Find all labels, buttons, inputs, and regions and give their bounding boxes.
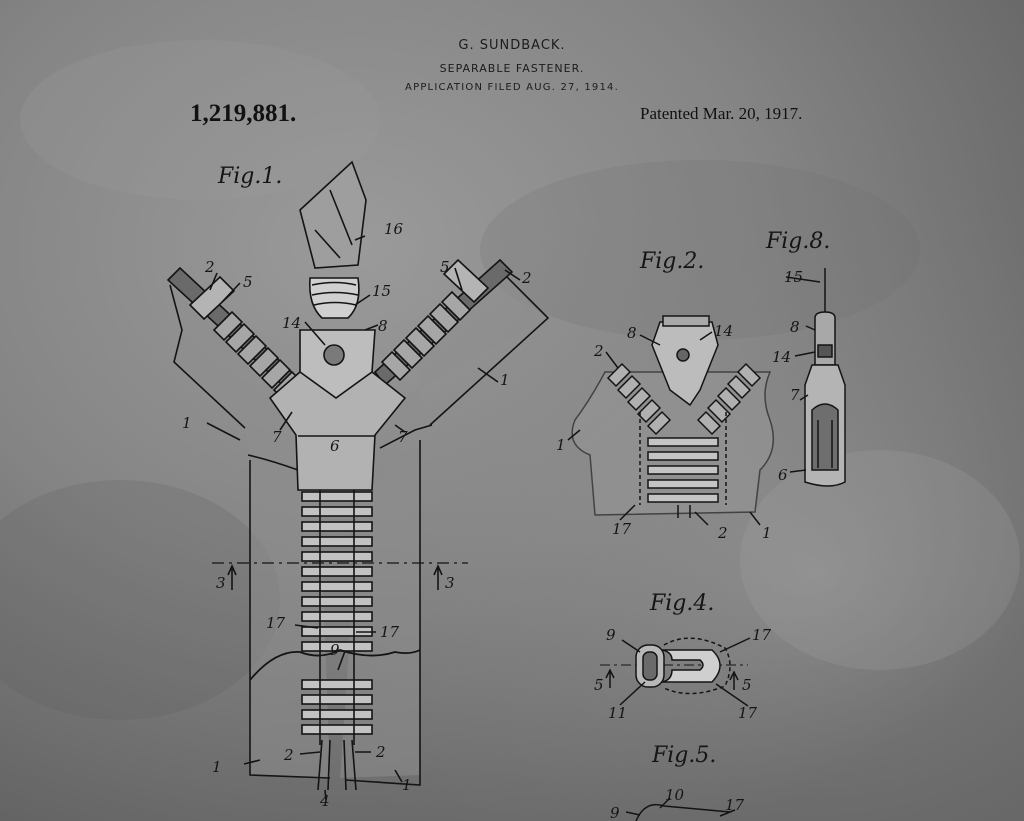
fig2-ref-1b: 1 <box>762 524 772 542</box>
fig1-ref-8: 8 <box>378 317 388 335</box>
patent-title: SEPARABLE FASTENER. <box>439 62 585 75</box>
fig1-ref-7a: 7 <box>272 428 282 446</box>
figure-5 <box>625 797 736 821</box>
fig1-ref-5b: 5 <box>440 258 450 276</box>
fig5-ref-9: 9 <box>610 804 620 821</box>
fig1-ref-4: 4 <box>319 792 330 810</box>
fig1-ref-2b: 2 <box>521 269 532 287</box>
fig8-ref-8: 8 <box>790 318 800 336</box>
fig1-ref-17a: 17 <box>266 614 286 632</box>
fig8-ref-6: 6 <box>778 466 788 484</box>
fig8-ref-7: 7 <box>790 386 800 404</box>
patent-number: 1,219,881. <box>190 100 297 127</box>
fig5-label: Fig.5. <box>651 743 716 768</box>
figure-1 <box>166 160 550 801</box>
fig1-ref-6: 6 <box>330 437 340 455</box>
fig8-ref-14: 14 <box>772 348 791 366</box>
fig2-ref-17: 17 <box>612 520 632 538</box>
fig1-ref-2c: 2 <box>283 746 294 764</box>
inventor-name: G. SUNDBACK. <box>458 38 566 53</box>
fig5-ref-10: 10 <box>665 786 685 804</box>
fig2-label: Fig.2. <box>639 249 704 274</box>
fig8-label: Fig.8. <box>765 229 830 254</box>
figure-8 <box>785 268 846 487</box>
fig4-ref-9: 9 <box>606 626 616 644</box>
fig1-ref-1a: 1 <box>182 414 192 432</box>
fig4-ref-5b: 5 <box>742 676 752 694</box>
figure-4 <box>600 637 751 707</box>
fig1-ref-2d: 2 <box>375 743 386 761</box>
fig1-ref-1b: 1 <box>500 371 510 389</box>
fig2-ref-2a: 2 <box>593 342 604 360</box>
fig1-ref-17b: 17 <box>380 623 400 641</box>
fig4-ref-17a: 17 <box>752 626 772 644</box>
fig4-label: Fig.4. <box>649 591 714 616</box>
fig4-ref-5a: 5 <box>594 676 604 694</box>
patent-date: Patented Mar. 20, 1917. <box>640 104 803 123</box>
fig2-ref-2b: 2 <box>717 524 728 542</box>
fig1-ref-7b: 7 <box>398 428 408 446</box>
fig2-ref-1a: 1 <box>556 436 566 454</box>
fig2-ref-8: 8 <box>627 324 637 342</box>
fig1-ref-15: 15 <box>372 282 391 300</box>
fig4-ref-17b: 17 <box>738 704 758 722</box>
fig1-ref-1d: 1 <box>402 776 412 794</box>
fig1-ref-9: 9 <box>330 641 340 659</box>
fig1-ref-1c: 1 <box>212 758 222 776</box>
fig8-ref-15: 15 <box>784 268 803 286</box>
fig1-ref-2a: 2 <box>204 258 215 276</box>
fig2-ref-14: 14 <box>714 322 733 340</box>
fig1-ref-3a: 3 <box>216 574 226 592</box>
fig1-ref-16: 16 <box>384 220 404 238</box>
fig1-ref-5a: 5 <box>243 273 253 291</box>
filing-date: APPLICATION FILED AUG. 27, 1914. <box>405 82 619 93</box>
fig4-ref-11: 11 <box>608 704 627 722</box>
fig1-ref-14: 14 <box>282 314 301 332</box>
fig5-ref-17: 17 <box>725 796 745 814</box>
fig1-ref-3b: 3 <box>445 574 455 592</box>
figure-2 <box>567 315 775 526</box>
fig1-label: Fig.1. <box>217 164 282 189</box>
